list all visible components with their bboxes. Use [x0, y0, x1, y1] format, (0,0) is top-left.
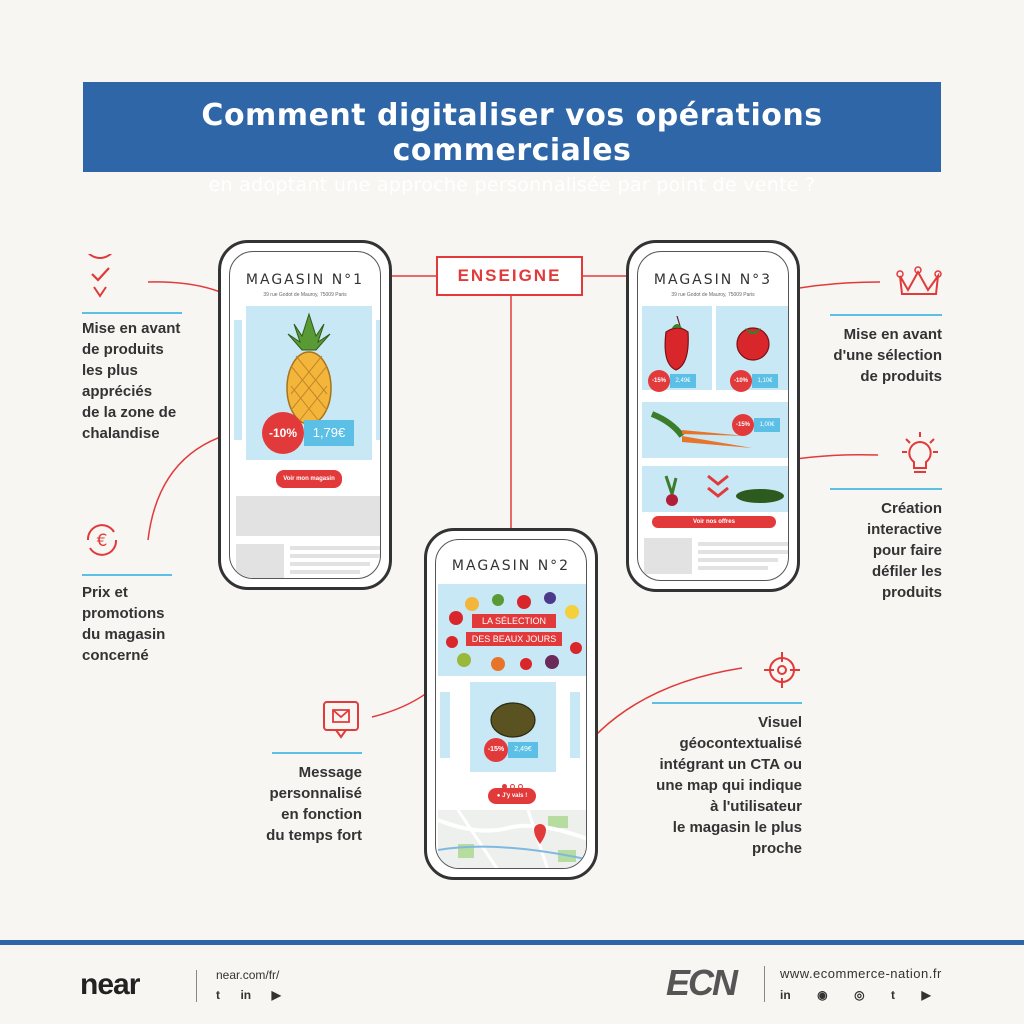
location-pin-icon: ● — [496, 793, 503, 799]
store-2-title: MAGASIN N°2 — [451, 558, 571, 574]
banner-line-1: LA SÉLECTION — [472, 614, 556, 628]
footer-divider — [0, 940, 1024, 945]
product-card-carrots[interactable] — [642, 402, 788, 458]
store-map[interactable] — [437, 809, 586, 868]
fruits-icon — [446, 592, 582, 671]
jy-vais-button[interactable]: ● J'y vais ! — [488, 788, 536, 804]
ecn-url[interactable]: www.ecommerce-nation.fr — [780, 966, 942, 981]
store-1-address: 39 rue Godot de Mauroy, 75009 Paris — [263, 292, 347, 298]
carrot-icon — [650, 411, 752, 448]
linkedin-icon[interactable]: in — [780, 988, 791, 1002]
youtube-icon[interactable]: ▶ — [921, 988, 931, 1002]
discount-badge: -10% — [262, 412, 304, 454]
near-logo[interactable]: near — [80, 968, 140, 1001]
footer-separator-right — [764, 966, 765, 1002]
phone-2-screen: MAGASIN N°2 LA SÉLECTION DES BEAUX JOURS… — [435, 539, 587, 869]
map-icon — [437, 809, 586, 868]
banner-line-2: DES BEAUX JOURS — [466, 632, 562, 646]
carousel-dots[interactable] — [502, 776, 532, 789]
voir-mon-magasin-button[interactable]: Voir mon magasin — [276, 470, 342, 488]
youtube-icon[interactable]: ▶ — [271, 988, 281, 1002]
pepper-icon — [664, 315, 689, 371]
discount-badge: -10% — [730, 370, 752, 392]
product-carousel[interactable] — [642, 466, 788, 512]
podcast-icon[interactable]: ◉ — [817, 988, 828, 1002]
twitter-icon[interactable]: t — [891, 988, 895, 1002]
price-tag: 2,49€ — [508, 742, 538, 758]
ecn-social-icons: in ◉ ◎ t ▶ — [780, 986, 931, 1004]
tomato-icon — [736, 327, 770, 361]
lightbulb-icon — [898, 432, 942, 478]
price-tag: 2,49€ — [670, 374, 696, 388]
message-icon — [322, 700, 362, 740]
price-tag: 1,00€ — [754, 418, 780, 432]
enseigne-box: ENSEIGNE — [436, 256, 583, 296]
page-subtitle: en adoptant une approche personnalisée p… — [208, 174, 816, 196]
header-banner: Comment digitaliser vos opérations comme… — [83, 82, 941, 196]
phone-1-screen: MAGASIN N°1 39 rue Godot de Mauroy, 7500… — [229, 251, 381, 579]
euro-cycle-icon: € — [80, 518, 124, 562]
phone-magasin-2: MAGASIN N°2 LA SÉLECTION DES BEAUX JOURS… — [424, 528, 598, 880]
enseigne-label: ENSEIGNE — [457, 266, 562, 285]
phone-magasin-3: MAGASIN N°3 39 rue Godot de Mauroy, 7500… — [626, 240, 800, 592]
jy-vais-label: J'y vais ! — [502, 793, 528, 799]
footer-separator-left — [196, 970, 197, 1002]
store-3-title: MAGASIN N°3 — [653, 272, 773, 288]
page-title: Comment digitaliser vos opérations comme… — [201, 98, 823, 168]
ecn-logo[interactable]: ECN — [666, 962, 738, 1003]
price-tag: 1,10€ — [752, 374, 778, 388]
kiwi-icon — [490, 702, 536, 738]
price-tag: 1,79€ — [304, 420, 354, 446]
linkedin-icon[interactable]: in — [240, 988, 252, 1002]
seasonal-banner[interactable] — [438, 584, 586, 676]
store-3-address: 39 rue Godot de Mauroy, 75009 Paris — [671, 292, 755, 298]
voir-nos-offres-button[interactable]: Voir nos offres — [652, 516, 776, 528]
target-icon — [762, 650, 802, 690]
verified-pin-icon — [80, 254, 120, 300]
pineapple-icon — [286, 312, 332, 425]
instagram-icon[interactable]: ◎ — [854, 988, 865, 1002]
near-url[interactable]: near.com/fr/ — [216, 968, 280, 982]
radish-zucchini-icon — [664, 474, 784, 506]
twitter-icon[interactable]: t — [216, 988, 220, 1002]
near-social-icons: t in ▶ — [216, 986, 281, 1004]
phone-magasin-1: MAGASIN N°1 39 rue Godot de Mauroy, 7500… — [218, 240, 392, 590]
discount-badge: -15% — [484, 738, 508, 762]
svg-text:€: € — [97, 531, 108, 551]
crown-icon — [896, 262, 942, 302]
phone-3-screen: MAGASIN N°3 39 rue Godot de Mauroy, 7500… — [637, 251, 789, 581]
product-card-kiwi[interactable] — [470, 682, 556, 772]
discount-badge: -15% — [732, 414, 754, 436]
store-1-title: MAGASIN N°1 — [245, 272, 365, 288]
discount-badge: -15% — [648, 370, 670, 392]
